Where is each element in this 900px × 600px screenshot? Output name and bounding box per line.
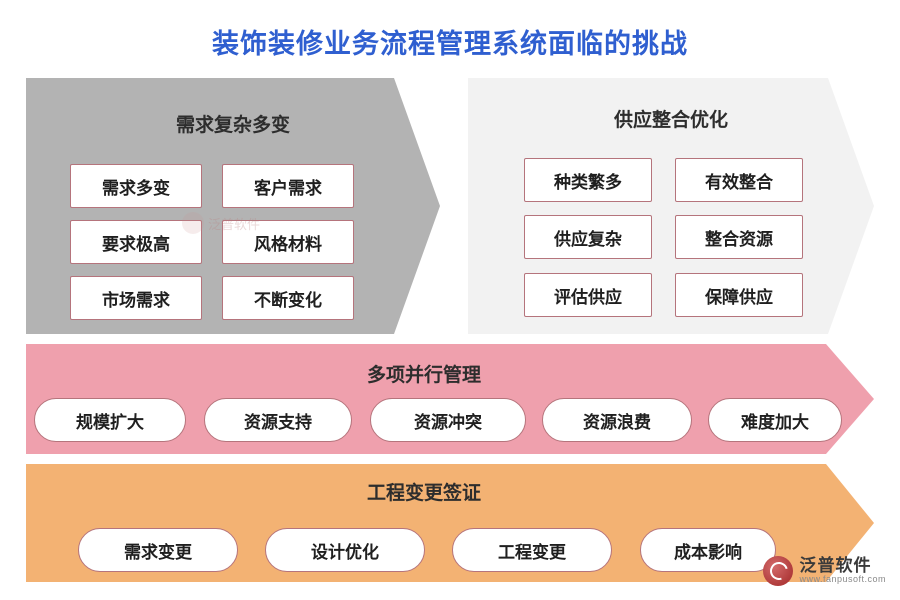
page-title: 装饰装修业务流程管理系统面临的挑战 [212,29,688,59]
chip-supply-6[interactable]: 保障供应 [675,273,803,317]
brand-name-cn: 泛普软件 [799,556,872,576]
panel-change-order-heading: 工程变更签证 [366,483,481,504]
chip-requirement-3[interactable]: 要求极高 [70,220,202,264]
panel-supply-heading: 供应整合优化 [613,110,728,131]
chip-requirement-2[interactable]: 客户需求 [222,164,354,208]
brand-logo: 泛普软件 www.fanpusoft.com [763,556,886,586]
chip-change-3[interactable]: 工程变更 [452,528,612,572]
chip-supply-4[interactable]: 整合资源 [675,215,803,259]
chip-requirement-4[interactable]: 风格材料 [222,220,354,264]
chip-supply-3[interactable]: 供应复杂 [524,215,652,259]
chip-requirement-1[interactable]: 需求多变 [70,164,202,208]
chip-parallel-2[interactable]: 资源支持 [204,398,352,442]
chip-supply-5[interactable]: 评估供应 [524,273,652,317]
brand-mark-icon [763,556,794,586]
chip-parallel-3[interactable]: 资源冲突 [370,398,526,442]
chip-change-2[interactable]: 设计优化 [265,528,425,572]
chip-change-4[interactable]: 成本影响 [640,528,776,572]
chip-parallel-4[interactable]: 资源浪费 [542,398,692,442]
brand-url: www.fanpusoft.com [799,574,886,585]
panel-parallel-heading: 多项并行管理 [366,365,481,386]
chip-parallel-1[interactable]: 规模扩大 [34,398,186,442]
chip-supply-2[interactable]: 有效整合 [675,158,803,202]
brand-text: 泛普软件 www.fanpusoft.com [799,557,886,584]
chip-requirement-5[interactable]: 市场需求 [70,276,202,320]
chip-change-1[interactable]: 需求变更 [78,528,238,572]
chip-supply-1[interactable]: 种类繁多 [524,158,652,202]
panel-requirements-heading: 需求复杂多变 [175,115,290,136]
chip-parallel-5[interactable]: 难度加大 [708,398,842,442]
chip-requirement-6[interactable]: 不断变化 [222,276,354,320]
